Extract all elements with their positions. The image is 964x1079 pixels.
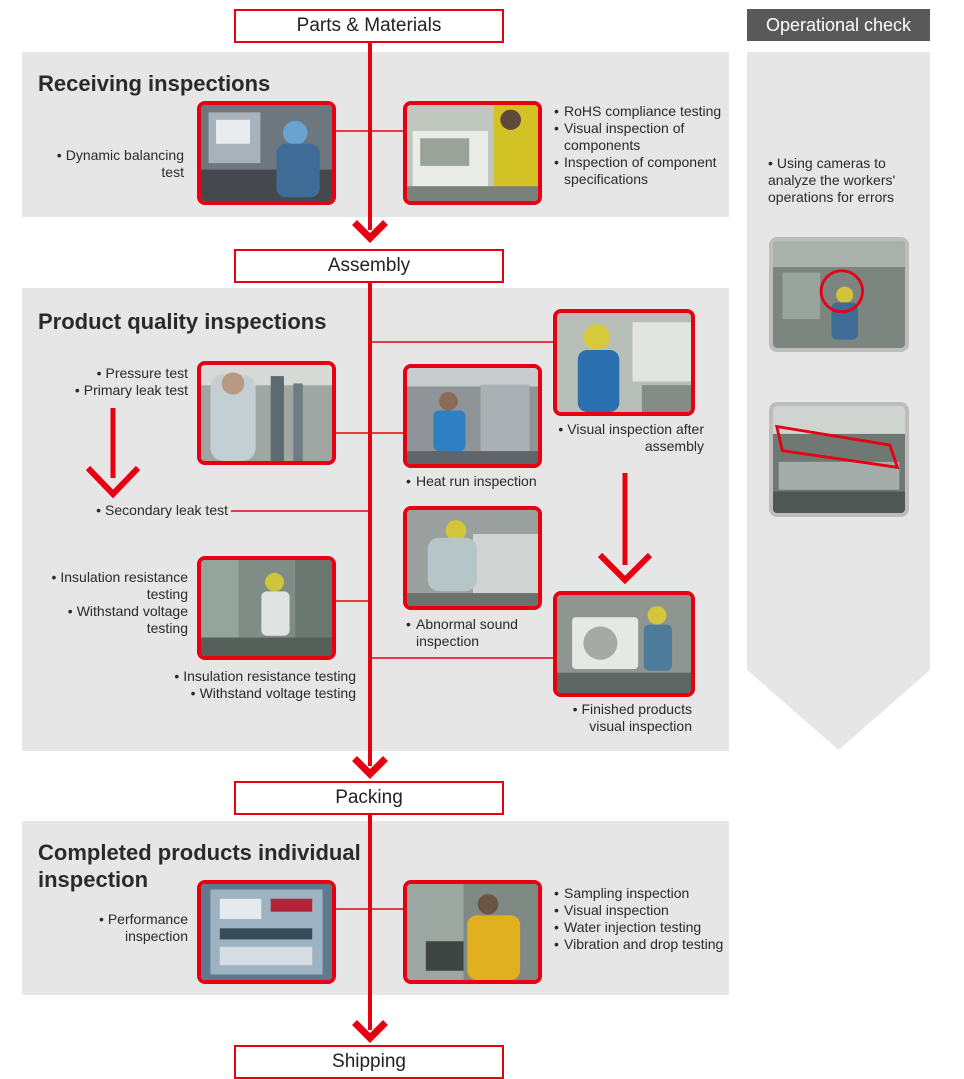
pressure-test-notes: Pressure test Primary leak test [40,365,188,399]
operational-check-chevron [747,52,930,750]
performance-note: Performance inspection [40,911,188,945]
note-item: Finished products visual inspection [540,701,692,735]
note-item: Dynamic balancing test [40,147,184,181]
insulation-notes: Insulation resistance testing Withstand … [40,569,188,637]
note-item: Using cameras to analyze the workers' op… [758,155,923,206]
operational-check-header: Operational check [747,9,930,41]
note-item: Abnormal sound inspection [406,616,546,650]
photo-dynamic-balancing [197,101,336,205]
note-item: Visual inspection [554,902,734,919]
photo-camera-check-1 [769,237,909,352]
note-item: Inspection of component specifications [554,154,734,188]
note-item: Secondary leak test [78,502,228,519]
note-item: RoHS compliance testing [554,103,734,120]
main-arrowheads [352,220,388,1043]
photo-finished-products [553,591,695,697]
finished-products-note: Finished products visual inspection [540,701,692,735]
operational-check-note: Using cameras to analyze the workers' op… [758,155,923,206]
note-item: Primary leak test [40,382,188,399]
abnormal-sound-note: Abnormal sound inspection [406,616,546,650]
visual-after-assembly-note: Visual inspection after assembly [548,421,704,455]
photo-camera-check-2 [769,402,909,517]
note-item: Visual inspection of components [554,120,734,154]
secondary-arrows [85,408,653,585]
product-quality-title: Product quality inspections [38,309,327,334]
note-item: Water injection testing [554,919,734,936]
insulation-caption: Insulation resistance testing Withstand … [150,668,356,702]
photo-performance [197,880,336,984]
heat-run-note: Heat run inspection [406,473,566,490]
note-item: Insulation resistance testing [150,668,356,685]
note-item: Sampling inspection [554,885,734,902]
photo-insulation-testing [197,556,336,660]
secondary-leak-note: Secondary leak test [78,502,228,519]
stage-packing: Packing [234,781,504,815]
stage-assembly: Assembly [234,249,504,283]
rohs-notes: RoHS compliance testing Visual inspectio… [554,103,734,188]
receiving-title: Receiving inspections [38,71,271,96]
note-item: Pressure test [40,365,188,382]
stage-parts-materials: Parts & Materials [234,9,504,43]
note-item: Insulation resistance testing [40,569,188,603]
photo-sampling [403,880,542,984]
sampling-notes: Sampling inspection Visual inspection Wa… [554,885,734,953]
completed-title: Completed products individual inspection [38,840,361,892]
photo-abnormal-sound [403,506,542,610]
note-item: Vibration and drop testing [554,936,734,953]
photo-visual-after-assembly [553,309,695,416]
note-item: Withstand voltage testing [150,685,356,702]
photo-pressure-test [197,361,336,465]
branch-connectors [231,130,556,910]
stage-shipping: Shipping [234,1045,504,1079]
note-item: Performance inspection [40,911,188,945]
photo-heat-run [403,364,542,468]
photo-rohs-testing [403,101,542,205]
note-item: Visual inspection after assembly [548,421,704,455]
note-item: Heat run inspection [406,473,566,490]
process-flow-lines [85,41,653,1043]
note-item: Withstand voltage testing [40,603,188,637]
dynamic-balancing-note: Dynamic balancing test [40,147,184,181]
